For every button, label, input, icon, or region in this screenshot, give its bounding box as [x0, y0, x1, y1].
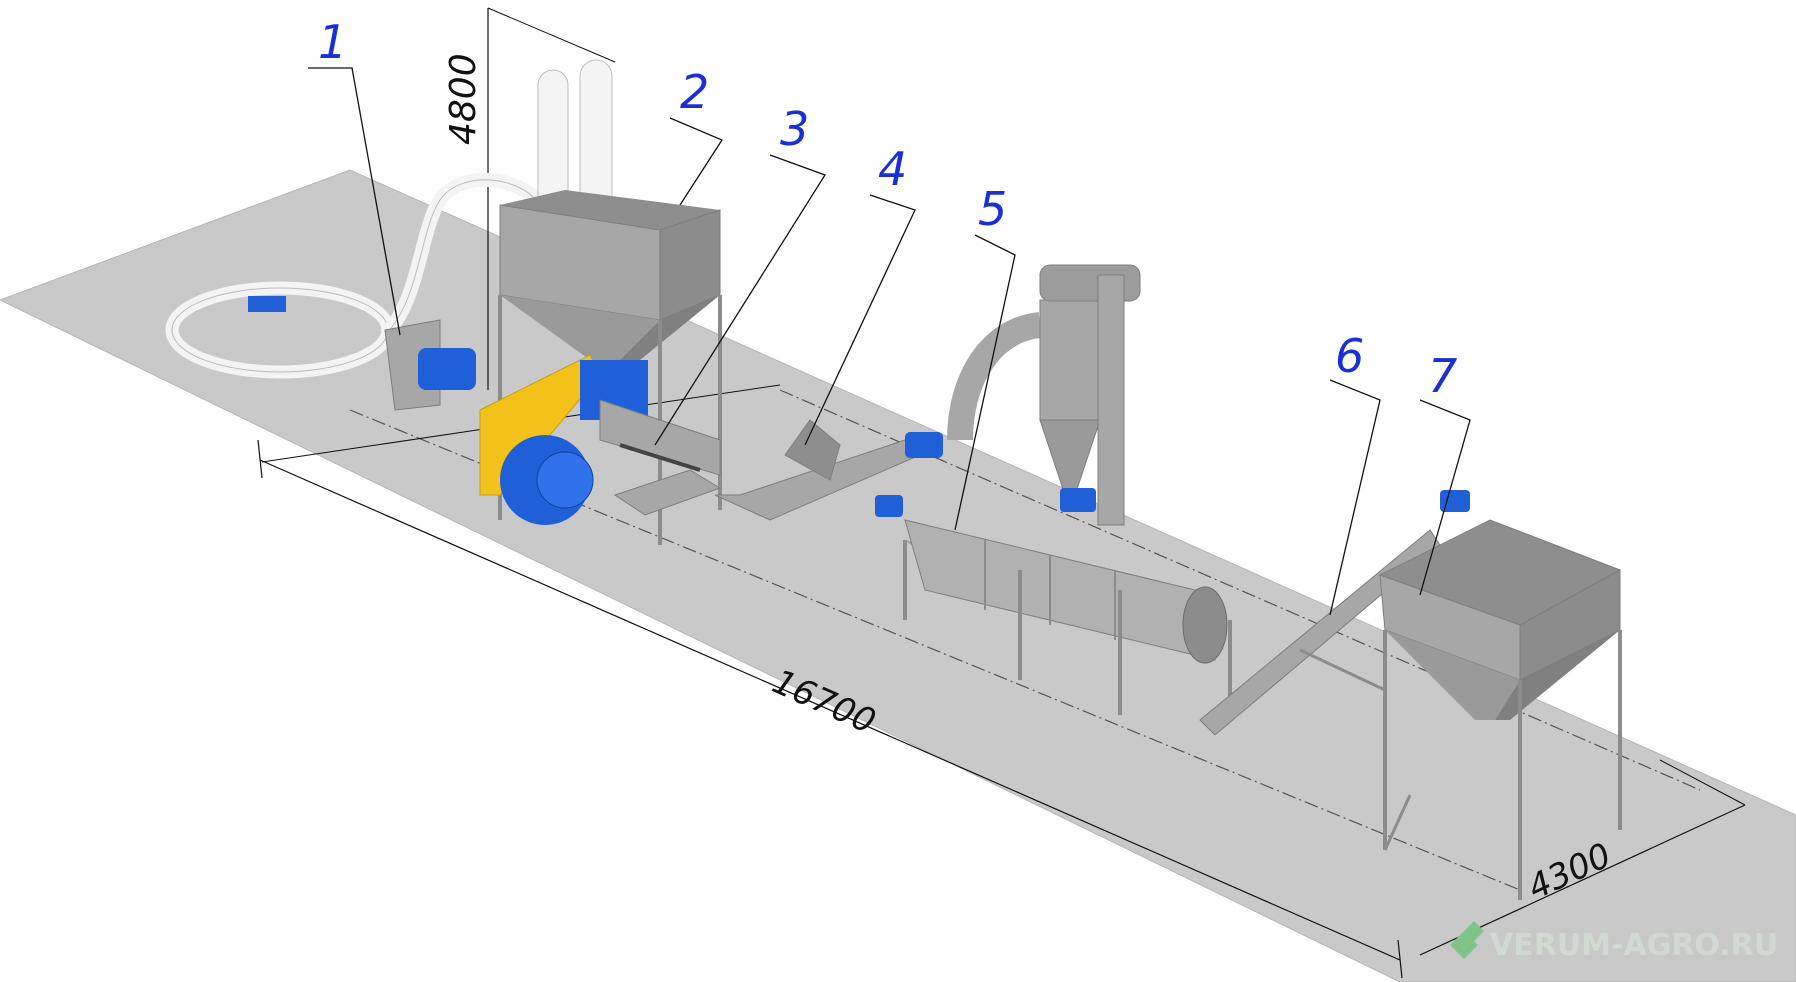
watermark: VERUM-AGRO.RU — [1450, 921, 1778, 963]
height-dimension: 4800 — [443, 7, 616, 390]
hopper-with-filters — [498, 59, 722, 545]
storage-hopper — [1378, 519, 1622, 900]
callout-5: 5 — [978, 182, 1007, 236]
callout-2: 2 — [680, 65, 709, 119]
leaf-logo-icon — [1450, 921, 1484, 959]
fan-motor — [418, 348, 476, 390]
callout-1: 1 — [318, 15, 347, 69]
dryer-drum — [904, 519, 1216, 661]
drum-dryer-with-cyclone — [875, 264, 1232, 715]
height-dimension-label: 4800 — [443, 53, 484, 145]
watermark-text: VERUM-AGRO.RU — [1490, 928, 1778, 963]
leader-lines — [308, 67, 1471, 616]
inclined-conveyor — [714, 419, 943, 521]
callout-3: 3 — [780, 102, 809, 156]
side-axis — [779, 389, 1701, 791]
callout-4: 4 — [878, 142, 907, 196]
callout-7: 7 — [1428, 349, 1457, 403]
pneumatic-fan-unit — [165, 173, 546, 411]
callout-6: 6 — [1335, 329, 1364, 383]
